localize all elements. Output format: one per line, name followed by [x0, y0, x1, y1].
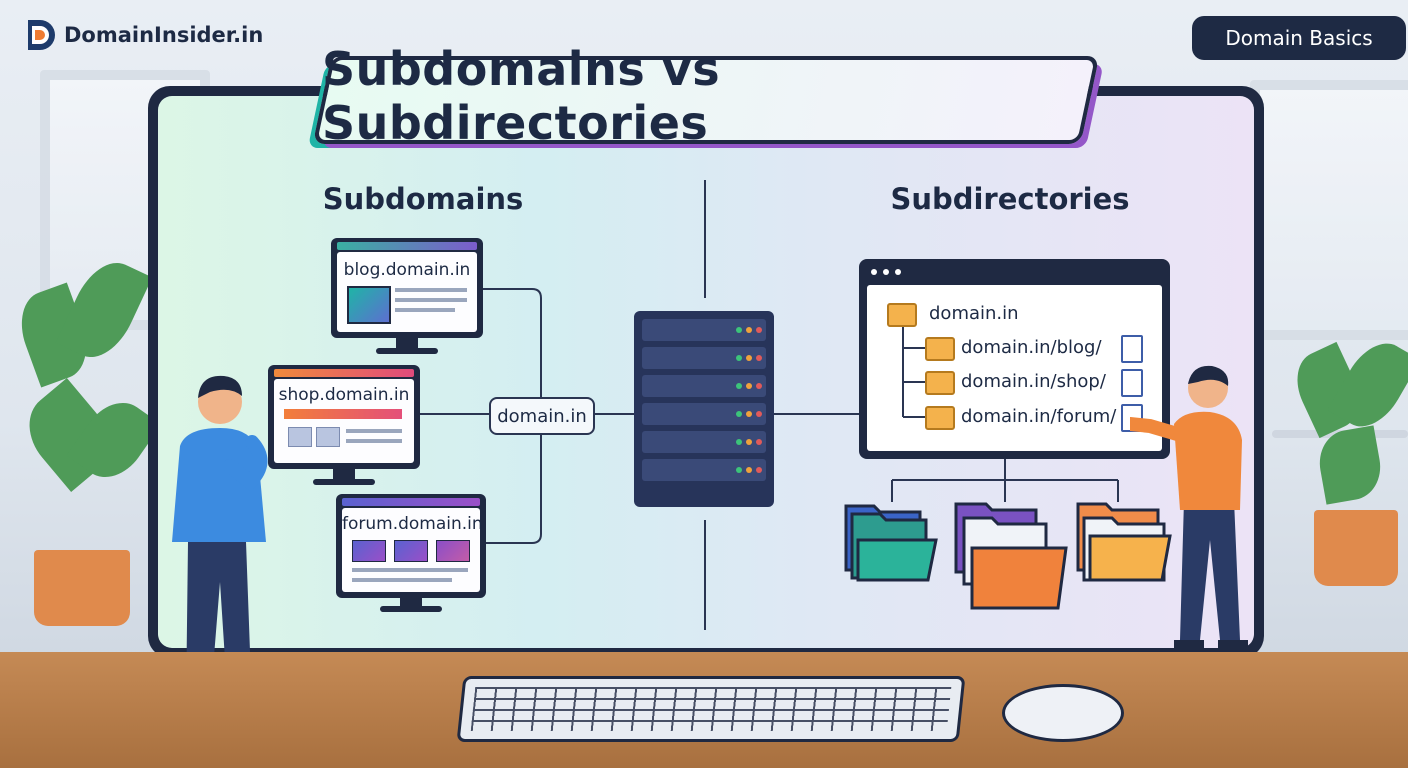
folder-icon [925, 337, 955, 361]
monitor-base [313, 479, 375, 485]
monitor-base [380, 606, 442, 612]
monitor-stand [400, 598, 422, 606]
subdomains-heading: Subdomains [322, 182, 524, 216]
shop-site-label: shop.domain.in [278, 385, 410, 405]
domain-logo-icon [28, 20, 55, 50]
center-divider [704, 520, 706, 630]
document-icon [1121, 335, 1143, 363]
monitor-stand [333, 469, 355, 479]
blog-site-label: blog.domain.in [343, 260, 471, 280]
mouse [1002, 684, 1124, 742]
monitor-base [376, 348, 438, 354]
plant-right [1285, 332, 1408, 630]
blog-path-label: domain.in/blog/ [961, 337, 1102, 358]
forum-site-label: forum.domain.in [342, 514, 483, 534]
root-domain-label: domain.in [929, 303, 1019, 324]
folder-stacks [844, 502, 1172, 610]
server-rack [634, 311, 774, 507]
hub-domain-label: domain.in [489, 397, 595, 435]
shop-site-monitor: shop.domain.in [268, 365, 420, 469]
folder-icon [887, 303, 917, 327]
forum-path-label: domain.in/forum/ [961, 406, 1117, 427]
tree-lines [902, 319, 925, 418]
forum-site-monitor: forum.domain.in [336, 494, 486, 598]
person-pointing [1130, 365, 1248, 648]
document-icon [1121, 369, 1143, 397]
brand-name: DomainInsider.in [64, 23, 264, 47]
category-badge[interactable]: Domain Basics [1192, 16, 1406, 60]
subdirectories-heading: Subdirectories [890, 182, 1130, 216]
shop-path-label: domain.in/shop/ [961, 371, 1106, 392]
folder-icon [925, 406, 955, 430]
center-divider [704, 180, 706, 298]
blog-site-monitor: blog.domain.in [331, 238, 483, 338]
plant-left [10, 250, 162, 630]
brand[interactable]: DomainInsider.in [24, 18, 263, 52]
directory-browser-window: domain.in domain.in/blog/ domain.in/shop… [859, 259, 1170, 459]
monitor-stand [396, 338, 418, 348]
keyboard [456, 676, 966, 742]
folder-icon [925, 371, 955, 395]
